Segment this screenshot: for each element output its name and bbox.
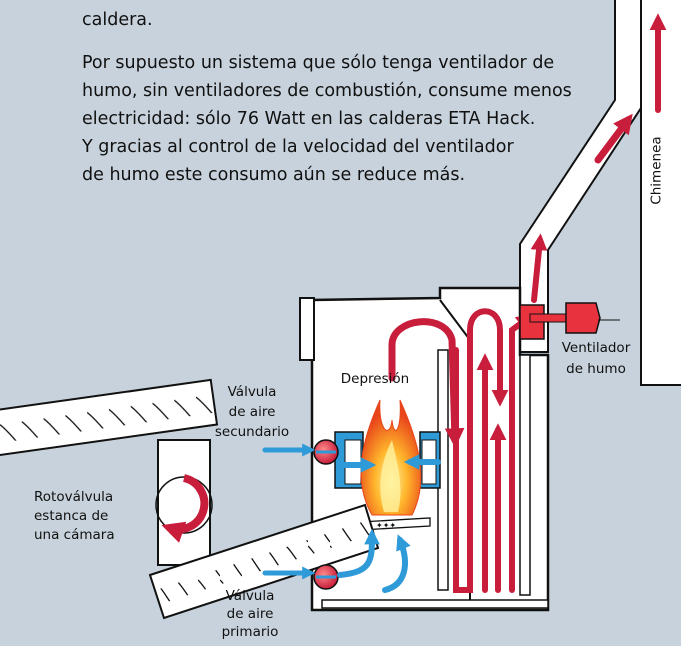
ventilador-label-line-2: de humo [566, 361, 626, 377]
rotovalvula-label: Rotoválvula estanca de una cámara [34, 489, 144, 544]
flame: ✦✦✦ [360, 399, 422, 530]
feed-auger-lower [148, 503, 380, 620]
rotovalvula-line-1: Rotoválvula [34, 489, 114, 505]
intro-line-3: electricidad: sólo 76 Watt en las calder… [82, 109, 536, 129]
ventilador-label-line-1: Ventilador [561, 340, 631, 356]
intro-line-0: caldera. [82, 10, 153, 30]
valvula-secundario-label: Válvula de aire secundario [212, 384, 292, 441]
ventilador-label: Ventilador de humo [558, 340, 634, 378]
valvula-secundario-line-1: Válvula [227, 384, 277, 400]
intro-line-4: Y gracias al control de la velocidad del… [82, 137, 514, 157]
flue-fan [519, 302, 601, 340]
intro-line-1: Por supuesto un sistema que sólo tenga v… [82, 53, 555, 73]
svg-text:✦✦✦: ✦✦✦ [376, 521, 396, 530]
intro-line-5: de humo este consumo aún se reduce más. [82, 165, 466, 185]
rotovalvula-line-2: estanca de [34, 508, 109, 524]
secondary-air-arrows [262, 443, 441, 473]
rotary-valve [155, 439, 213, 566]
secondary-air-valve [313, 439, 339, 465]
valvula-primario-line-2: de aire [226, 606, 274, 622]
primary-air-valve [313, 564, 339, 590]
valvula-primario-line-3: primario [221, 624, 279, 640]
primary-air-arrows [262, 528, 411, 593]
valvula-primario-label: Válvula de aire primario [212, 588, 288, 641]
feed-auger-upper [0, 378, 219, 457]
valvula-secundario-line-2: de aire [228, 404, 276, 420]
rotovalvula-line-3: una cámara [34, 527, 115, 543]
chimenea-label: Chimenea [648, 136, 665, 205]
valvula-secundario-line-3: secundario [214, 424, 290, 440]
valvula-primario-line-1: Válvula [225, 588, 275, 604]
intro-line-2: humo, sin ventiladores de combustión, co… [82, 81, 572, 101]
depresion-label: Depresión [340, 371, 410, 387]
